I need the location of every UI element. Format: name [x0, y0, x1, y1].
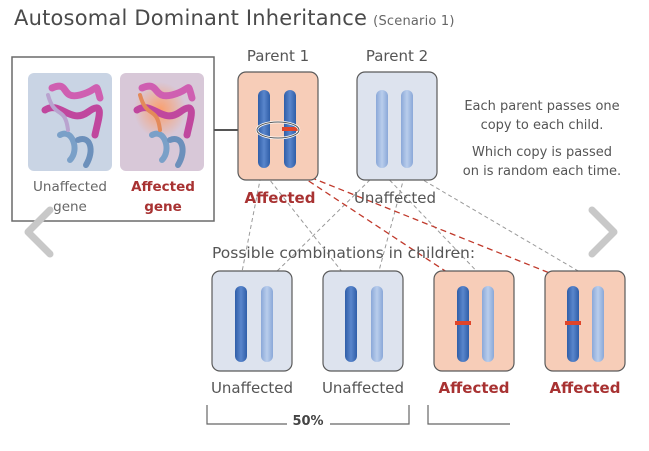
- gene-inset: [11, 56, 258, 222]
- line-p1-affected-c3: [291, 169, 463, 283]
- possible-combinations-label: Possible combinations in children:: [212, 244, 476, 262]
- chevron-left-icon[interactable]: [24, 206, 54, 258]
- line-p1-c2: [261, 169, 351, 283]
- parent-2-box: [356, 71, 438, 181]
- line-p2-c2: [375, 169, 407, 283]
- description-line: on is random each time.: [462, 164, 622, 179]
- affected-gene-label: Affected gene: [131, 179, 195, 215]
- description-line: Each parent passes one: [464, 99, 620, 114]
- description-line: Which copy is passed: [472, 145, 612, 160]
- child-3-status: Affected: [438, 379, 510, 397]
- scenario-label: (Scenario 1): [373, 14, 455, 29]
- description: Each parent passes one copy to each chil…: [447, 97, 637, 181]
- description-line: copy to each child.: [480, 118, 604, 133]
- parent-2-status: Unaffected: [353, 189, 437, 207]
- chevron-right-icon[interactable]: [588, 206, 618, 258]
- mutation-marker: [282, 127, 298, 131]
- title-text: Autosomal Dominant Inheritance: [14, 6, 368, 30]
- line-p1-c1: [239, 169, 263, 283]
- child-4-box: [544, 270, 626, 372]
- chromosome-dark: [258, 90, 270, 168]
- line-p2-c1: [265, 169, 381, 283]
- unaffected-gene-label: Unaffected gene: [33, 179, 107, 215]
- child-1-box: [211, 270, 293, 372]
- chromosome-light: [376, 90, 388, 168]
- mutation-marker: [565, 321, 581, 325]
- affected-protein-icon: [133, 82, 196, 168]
- parent-2-label: Parent 2: [365, 47, 429, 65]
- mutation-marker: [455, 321, 471, 325]
- inheritance-lines: [239, 169, 598, 283]
- percentage-label: 50%: [292, 414, 324, 429]
- parent-1-status: Affected: [244, 189, 316, 207]
- bracket-right: [427, 405, 510, 425]
- bracket-left-a: [206, 405, 287, 425]
- child-2-status: Unaffected: [321, 379, 405, 397]
- parent-1-box: [237, 71, 319, 181]
- page-title: Autosomal Dominant Inheritance (Scenario …: [14, 6, 455, 30]
- bracket-left-b: [330, 405, 410, 425]
- parent-1-label: Parent 1: [246, 47, 310, 65]
- child-2-box: [322, 270, 404, 372]
- line-p2-c4: [405, 169, 598, 283]
- line-p1-affected-c4: [291, 169, 573, 283]
- child-4-status: Affected: [549, 379, 621, 397]
- chromosome-light: [401, 90, 413, 168]
- child-3-box: [433, 270, 515, 372]
- child-1-status: Unaffected: [210, 379, 294, 397]
- unaffected-protein-icon: [41, 82, 104, 168]
